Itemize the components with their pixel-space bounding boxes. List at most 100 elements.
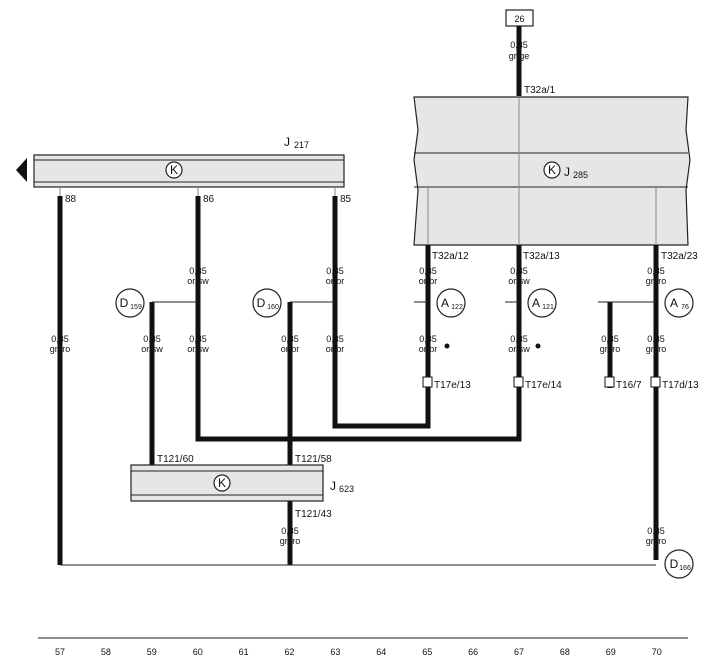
ruler-column-63: 63 [330, 647, 340, 657]
pin-t32a-13: T32a/13 [523, 251, 560, 262]
ruler-column-62: 62 [284, 647, 294, 657]
wire-label-gauge: 0,35 [51, 334, 69, 344]
svg-text:159: 159 [130, 304, 142, 311]
wire-label-gauge: 0,35 [510, 334, 528, 344]
j285-sub: 285 [573, 170, 588, 180]
pin-t121-60: T121/60 [157, 454, 194, 465]
ruler-column-68: 68 [560, 647, 570, 657]
j217-label: J [284, 135, 290, 149]
ruler-column-57: 57 [55, 647, 65, 657]
junction-a76: A 76 [664, 288, 694, 318]
connector-t16-7 [604, 376, 615, 388]
wire-label-color: gn/ro [600, 344, 621, 354]
j623-label: J [330, 479, 336, 493]
wire-label-color: or/br [281, 344, 300, 354]
pin-t17e-13: T17e/13 [434, 380, 471, 391]
wire-label-gauge: 0,35 [189, 334, 207, 344]
pin-t16-7: T16/7 [616, 380, 642, 391]
wire-label-color: or/sw [187, 276, 209, 286]
ruler-column-67: 67 [514, 647, 524, 657]
ruler-column-64: 64 [376, 647, 386, 657]
wire-label-color: or/sw [187, 344, 209, 354]
wire-label-color: or/br [419, 344, 438, 354]
wire-j217-86-to-j285-13 [195, 196, 522, 442]
wire-label-gauge: 0,35 [647, 334, 665, 344]
svg-text:D: D [670, 557, 679, 571]
wire-label-color: gn/ro [50, 344, 71, 354]
ruler-column-70: 70 [652, 647, 662, 657]
j217-sub: 217 [294, 140, 309, 150]
ruler-column-69: 69 [606, 647, 616, 657]
svg-text:160: 160 [267, 304, 279, 311]
svg-text:166: 166 [679, 565, 691, 572]
ruler-column-60: 60 [193, 647, 203, 657]
wire-label-color: or/sw [141, 344, 163, 354]
j623-k-letter: K [218, 476, 226, 490]
junction-d166: D 166 [664, 549, 694, 579]
wire-label-gauge: 0,35 [601, 334, 619, 344]
connector-t17e-13 [422, 376, 433, 388]
wire-label-gauge: 0,35 [419, 266, 437, 276]
junction-a121: A 121 [527, 288, 557, 318]
pin-t17d-13: T17d/13 [662, 380, 699, 391]
wire-label-gauge: 0,35 [647, 266, 665, 276]
svg-text:A: A [441, 296, 449, 310]
svg-text:D: D [120, 296, 129, 310]
ruler-column-66: 66 [468, 647, 478, 657]
j285-k-letter: K [548, 163, 556, 177]
ruler-column-58: 58 [101, 647, 111, 657]
connector-t17e-14 [513, 376, 524, 388]
pin-j217-88: 88 [65, 194, 77, 205]
wire-label-gauge: 0,35 [189, 266, 207, 276]
pin-j217-85: 85 [340, 194, 352, 205]
svg-text:D: D [257, 296, 266, 310]
pin-t32a-12: T32a/12 [432, 251, 469, 262]
svg-text:76: 76 [681, 304, 689, 311]
connector-26-label: 26 [514, 14, 524, 24]
ruler-column-65: 65 [422, 647, 432, 657]
svg-text:122: 122 [451, 304, 463, 311]
wire-label-gauge: 0,35 [419, 334, 437, 344]
wire-label-color: gn/ro [646, 276, 667, 286]
wire-label-color: gn/ro [646, 536, 667, 546]
pin-t32a-1: T32a/1 [524, 85, 556, 96]
j217-k-letter: K [170, 163, 178, 177]
column-ruler: 57 58 59 60 61 62 63 64 65 66 67 68 69 70 [55, 647, 662, 657]
wire-label-gauge: 0,35 [647, 526, 665, 536]
svg-text:121: 121 [542, 304, 554, 311]
j623-k-symbol [213, 474, 231, 492]
wire-label-color: gn/ro [280, 536, 301, 546]
j623-sub: 623 [339, 484, 354, 494]
wire-label-color: or/br [326, 276, 345, 286]
pin-j217-86: 86 [203, 194, 215, 205]
j285-k-symbol [543, 161, 561, 179]
wire-label-gauge: 0,35 [143, 334, 161, 344]
wire-label-color: or/br [326, 344, 345, 354]
junction-a122: A 122 [436, 288, 466, 318]
wire-label-color: or/br [419, 276, 438, 286]
wire-label-gauge: 0,35 [510, 266, 528, 276]
wire-label-color: or/sw [508, 276, 530, 286]
wire-label-gauge: 0,35 [281, 334, 299, 344]
j217-k-symbol [165, 161, 183, 179]
connector-t17d-13 [650, 376, 661, 388]
ruler-column-59: 59 [147, 647, 157, 657]
splice-dot [535, 343, 541, 349]
ruler-column-61: 61 [239, 647, 249, 657]
pin-t121-58: T121/58 [295, 454, 332, 465]
svg-text:A: A [670, 296, 678, 310]
wire-j217-85-to-j285-12 [332, 196, 431, 429]
pin-t32a-23: T32a/23 [661, 251, 698, 262]
wire-label-color: gn/ro [646, 344, 667, 354]
wire-label-gauge: 0,35 [281, 526, 299, 536]
wire-label-gauge: 0,35 [326, 266, 344, 276]
wire-label-gauge: 0,35 [326, 334, 344, 344]
junction-d159: D 159 [115, 288, 145, 318]
wire-label-color: or/sw [508, 344, 530, 354]
junction-d160: D 160 [252, 288, 282, 318]
pin-t121-43: T121/43 [295, 509, 332, 520]
pin-t17e-14: T17e/14 [525, 380, 562, 391]
svg-text:A: A [532, 296, 540, 310]
continuation-arrow-icon [16, 158, 27, 182]
